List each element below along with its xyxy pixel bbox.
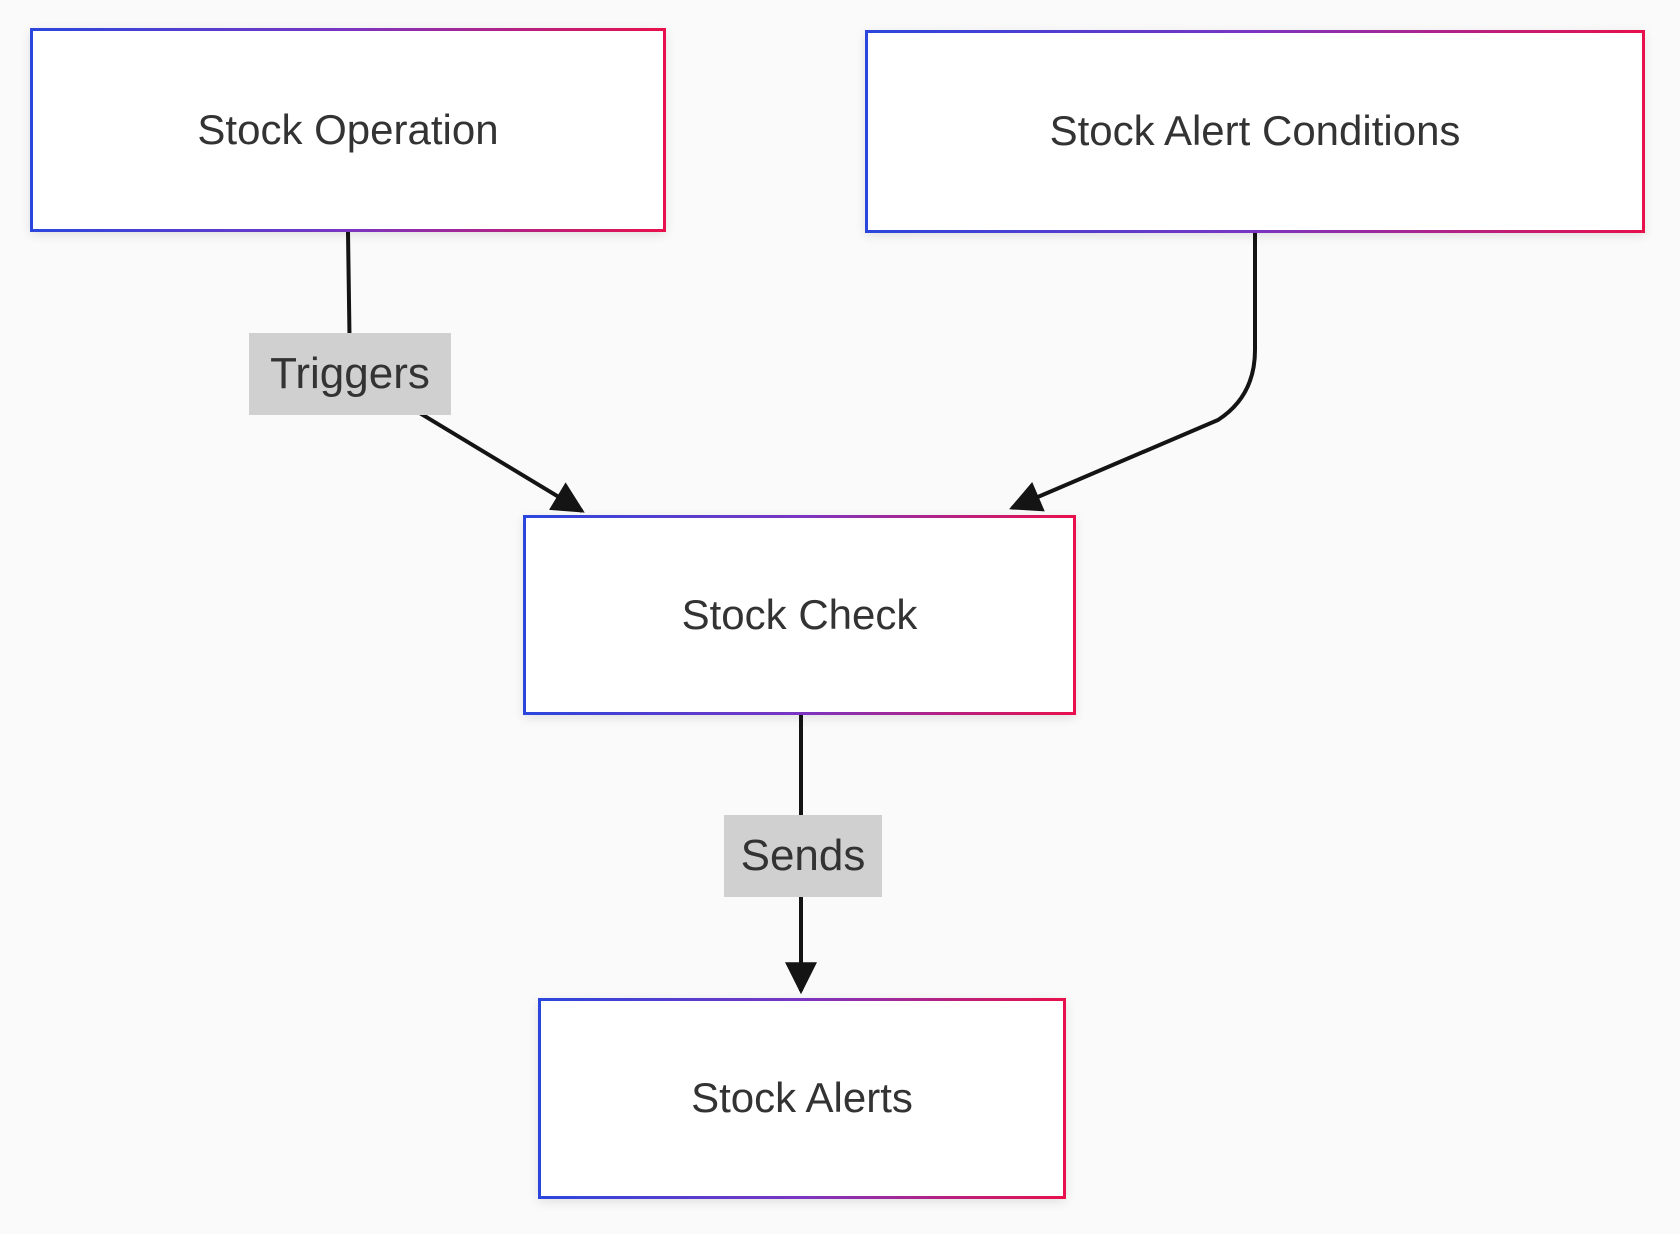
node-stock-operation-label: Stock Operation [197, 105, 499, 153]
node-stock-alert-conditions-label: Stock Alert Conditions [1049, 107, 1461, 155]
node-stock-alert-conditions: Stock Alert Conditions [865, 30, 1645, 233]
node-stock-operation: Stock Operation [30, 28, 666, 232]
node-stock-alerts-label: Stock Alerts [691, 1074, 913, 1122]
edge-label-triggers: Triggers [249, 333, 451, 415]
node-stock-check-label: Stock Check [681, 590, 918, 638]
node-stock-alerts: Stock Alerts [538, 998, 1066, 1199]
edge-label-sends: Sends [724, 815, 882, 897]
node-stock-check: Stock Check [523, 515, 1076, 715]
edge-stock-alert-conditions-to-stock-check [1009, 233, 1257, 512]
